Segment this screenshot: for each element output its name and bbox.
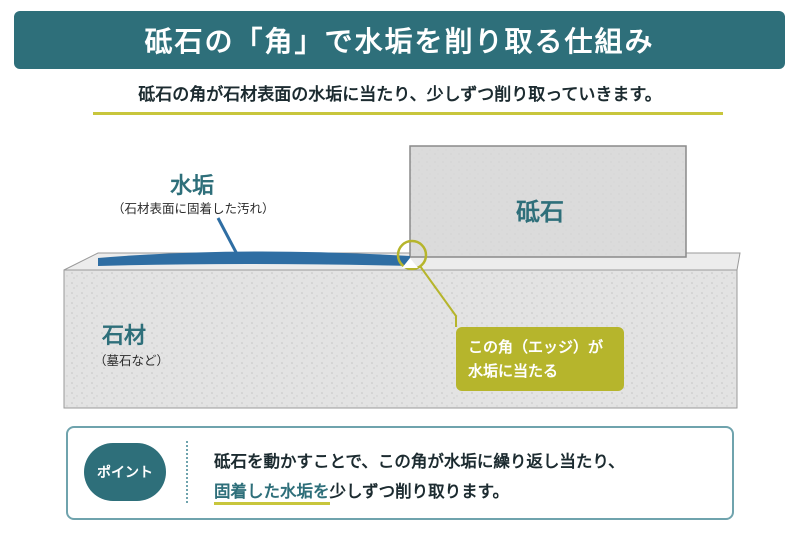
edge-contact-marker	[402, 258, 418, 268]
point-text-line-1: 砥石を動かすことで、この角が水垢に繰り返し当たり、	[214, 452, 625, 471]
whetstone-block	[409, 145, 687, 258]
edge-highlight-circle	[396, 239, 428, 271]
point-divider	[186, 441, 188, 503]
page-title: 砥石の「角」で水垢を削り取る仕組み	[144, 25, 655, 58]
point-highlight: 固着した水垢を	[214, 482, 330, 505]
callout-line-1: この角（エッジ）が	[468, 338, 604, 356]
stone-label: 石材	[102, 324, 147, 349]
callout-line-2: 水垢に当たる	[468, 362, 559, 380]
scale-label: 水垢	[170, 174, 215, 199]
point-panel	[66, 426, 734, 520]
callout-leader	[419, 265, 457, 327]
stone-note: （墓石など）	[94, 353, 170, 368]
stone-block	[63, 269, 738, 409]
title-banner: 砥石の「角」で水垢を削り取る仕組み	[14, 11, 785, 69]
whetstone-label: 砥石	[516, 198, 564, 226]
edge-callout: この角（エッジ）が 水垢に当たる	[456, 327, 624, 391]
scale-pointer	[216, 217, 240, 257]
subtitle: 砥石の角が石材表面の水垢に当たり、少しずつ削り取っていきます。	[138, 85, 662, 105]
subtitle-underline	[93, 112, 723, 115]
point-text-line-2: 固着した水垢を少しずつ削り取ります。	[214, 478, 510, 505]
point-badge: ポイント	[84, 443, 166, 501]
point-text-rest: 少しずつ削り取ります。	[329, 482, 510, 501]
scale-layer	[98, 251, 410, 266]
scale-note: （石材表面に固着した汚れ）	[112, 201, 275, 216]
